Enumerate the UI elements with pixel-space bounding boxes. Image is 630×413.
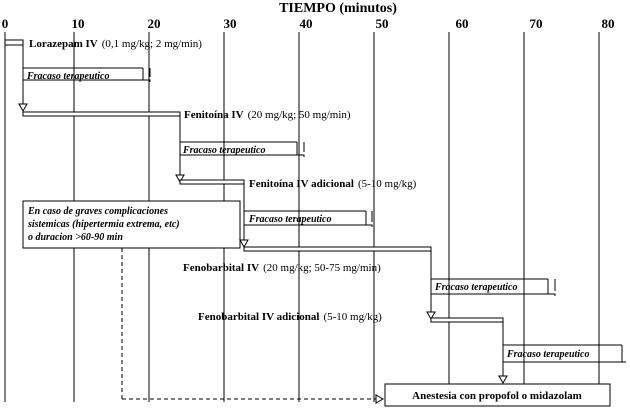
failure-label: Fracaso terapeutico [248, 214, 332, 225]
step-label: Fenitoína IV adicional(5-10 mg/kg) [249, 178, 417, 190]
step-label: Fenobarbital IV adicional(5-10 mg/kg) [198, 311, 382, 323]
flow-arrow [18, 103, 28, 113]
step-fenitoina: Fenitoína IV(20 mg/kg; 50 mg/min) [22, 109, 351, 121]
failure-box-5: Fracaso terapeutico [498, 322, 626, 385]
axis-ticks: 0 10 20 30 40 50 60 70 80 [2, 16, 615, 31]
note-line: sistemicas (hipertermia extrema, etc) [27, 219, 180, 230]
step-fenobarbital-adicional: Fenobarbital IV adicional(5-10 mg/kg) [198, 311, 504, 323]
tick-label: 40 [300, 16, 313, 31]
failure-box-3: Fracaso terapeutico [239, 184, 373, 249]
tick-label: 60 [456, 16, 469, 31]
dose-bar [22, 111, 181, 117]
note-box [22, 200, 241, 249]
flow-arrow [239, 239, 249, 249]
final-step-box [384, 383, 611, 407]
flow-arrow [175, 174, 185, 184]
dose-bar [4, 39, 24, 46]
tick-label: 30 [224, 16, 237, 31]
failure-label: Fracaso terapeutico [434, 282, 518, 293]
failure-label: Fracaso terapeutico [182, 145, 266, 156]
dose-bar [243, 246, 432, 252]
failure-bracket [179, 116, 305, 157]
tick-label: 50 [376, 16, 389, 31]
tick-label: 20 [148, 16, 161, 31]
note-line: o duracion >60-90 min [28, 232, 123, 243]
failure-box-4: Fracaso terapeutico [426, 251, 556, 321]
dashed-arrow [375, 394, 385, 404]
failure-bracket [22, 45, 151, 82]
tick-label: 0 [2, 16, 9, 31]
failure-tick [23, 67, 151, 80]
dose-bar [430, 317, 504, 323]
final-step-label: Anestesia con propofol o midazolam [412, 390, 582, 402]
step-lorazepam: Lorazepam IV(0,1 mg/kg; 2 mg/min) [4, 38, 202, 50]
step-fenitoina-adicional: Fenitoína IV adicional(5-10 mg/kg) [179, 178, 417, 190]
note-line: En caso de graves complicaciones [27, 206, 168, 217]
failure-tick [431, 278, 556, 294]
step-fenobarbital: Fenobarbital IV(20 mg/kg; 50-75 mg/min) [183, 246, 432, 274]
failure-box-1: Fracaso terapeutico [18, 45, 151, 113]
failure-tick [503, 344, 623, 362]
dose-bar [179, 179, 245, 185]
failure-box-2: Fracaso terapeutico [175, 116, 305, 184]
flow-arrow [426, 311, 436, 321]
failure-label: Fracaso terapeutico [506, 349, 590, 360]
failure-bracket [430, 251, 556, 296]
flow-arrow [498, 375, 508, 385]
complications-note: En caso de graves complicaciones sistemi… [22, 200, 385, 404]
failure-tick [244, 210, 373, 225]
step-label: Fenobarbital IV(20 mg/kg; 50-75 mg/min) [183, 262, 381, 274]
tick-label: 10 [72, 16, 85, 31]
step-label: Fenitoína IV(20 mg/kg; 50 mg/min) [184, 109, 351, 121]
tick-label: 80 [602, 16, 615, 31]
grid-lines [4, 32, 600, 402]
tick-label: 70 [530, 16, 543, 31]
final-step: Anestesia con propofol o midazolam [384, 383, 611, 407]
failure-tick [180, 141, 305, 155]
timeline-title: TIEMPO (minutos) [279, 1, 397, 16]
failure-label: Fracaso terapeutico [26, 71, 110, 82]
step-label: Lorazepam IV(0,1 mg/kg; 2 mg/min) [29, 38, 202, 50]
